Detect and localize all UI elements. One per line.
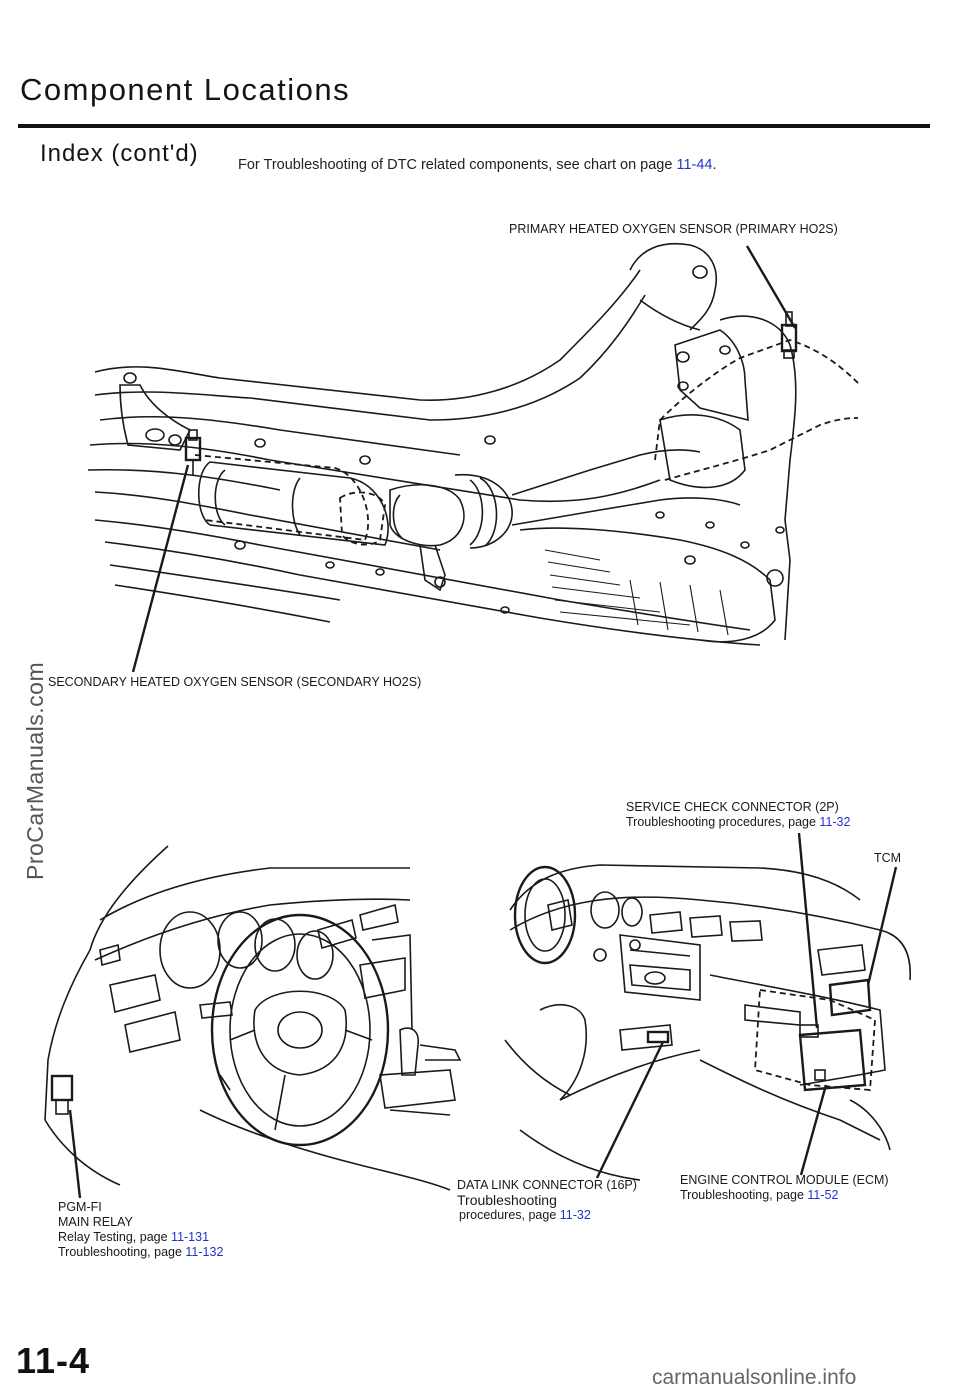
pgm-fi-main-relay-label: PGM-FI MAIN RELAY Relay Testing, page 11… (58, 1200, 223, 1260)
page-number: 11-4 (16, 1340, 91, 1381)
ecm-label: ENGINE CONTROL MODULE (ECM) Troubleshoot… (680, 1173, 889, 1203)
dashboard-left-drawing (44, 845, 462, 1199)
pgm-fi-line1: PGM-FI (58, 1200, 102, 1214)
pgm-fi-ref1: Relay Testing, page 11-131 (58, 1230, 223, 1245)
ecm-name: ENGINE CONTROL MODULE (ECM) (680, 1173, 889, 1187)
pgm-fi-ref2-text: Troubleshooting, page (58, 1245, 186, 1259)
dashboard-right-drawing (504, 832, 911, 1181)
pgm-fi-troubleshooting-page-link[interactable]: 11-132 (185, 1245, 224, 1259)
title-rule (18, 124, 930, 128)
service-check-connector-label: SERVICE CHECK CONNECTOR (2P) Troubleshoo… (626, 800, 850, 830)
service-check-connector-name: SERVICE CHECK CONNECTOR (2P) (626, 800, 839, 814)
exhaust-system-drawing (87, 243, 861, 673)
tcm-label: TCM (874, 851, 902, 865)
dlc-page-link[interactable]: 11-32 (559, 1208, 591, 1222)
watermark-side: ProCarManuals.com (22, 661, 48, 880)
pgm-fi-ref1-text: Relay Testing, page (58, 1230, 172, 1244)
service-check-page-link[interactable]: 11-32 (819, 815, 851, 829)
secondary-ho2s-label: SECONDARY HEATED OXYGEN SENSOR (SECONDAR… (48, 675, 422, 689)
relay-testing-page-link[interactable]: 11-131 (171, 1230, 210, 1244)
intro-page-link[interactable]: 11-44 (676, 157, 713, 173)
section-subtitle: Index (cont'd) (40, 140, 199, 167)
data-link-connector-label: DATA LINK CONNECTOR (16P) Troubleshootin… (457, 1178, 637, 1223)
intro-text-end: . (712, 157, 717, 173)
page-title: Component Locations (20, 72, 351, 107)
pgm-fi-ref2: Troubleshooting, page 11-132 (58, 1245, 223, 1260)
intro-text: For Troubleshooting of DTC related compo… (238, 157, 717, 173)
dlc-line2: Troubleshooting (457, 1192, 557, 1208)
service-check-connector-ref: Troubleshooting procedures, page 11-32 (626, 815, 850, 830)
dlc-name: DATA LINK CONNECTOR (16P) (457, 1178, 637, 1192)
intro-text-body: For Troubleshooting of DTC related compo… (238, 157, 677, 173)
service-check-ref-text: Troubleshooting procedures, page (626, 815, 820, 829)
dlc-ref-text: procedures, page (459, 1208, 560, 1222)
ecm-page-link[interactable]: 11-52 (807, 1188, 839, 1202)
ecm-ref-text: Troubleshooting, page (680, 1188, 808, 1202)
primary-ho2s-label: PRIMARY HEATED OXYGEN SENSOR (PRIMARY HO… (509, 222, 838, 236)
ecm-ref: Troubleshooting, page 11-52 (680, 1188, 889, 1203)
dlc-ref: procedures, page 11-32 (457, 1208, 637, 1223)
pgm-fi-line2: MAIN RELAY (58, 1215, 133, 1229)
watermark-bottom: carmanualsonline.info (652, 1366, 857, 1389)
